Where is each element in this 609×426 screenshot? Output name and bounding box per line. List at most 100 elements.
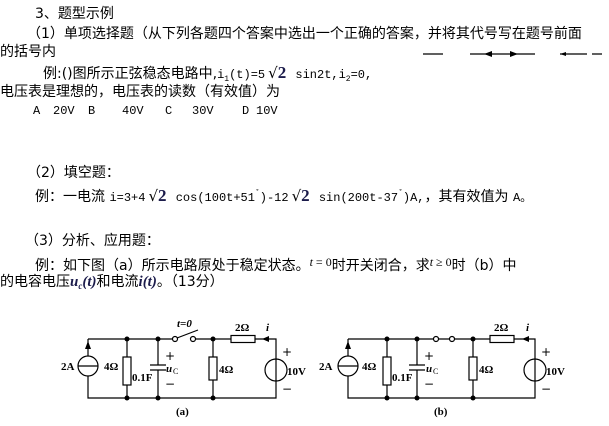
i-var: i (138, 274, 143, 290)
example-text: 例：一电流 (35, 189, 110, 205)
subscript: 1 (224, 75, 230, 84)
circuit-a: 2A 4Ω 0.1F + u C − t=0 2Ω i 4Ω + 10V − (… (61, 318, 306, 418)
minus-sign: − (165, 377, 175, 391)
minus-sign: − (541, 382, 551, 396)
example-text: ，其有效值为 (424, 189, 513, 205)
sqrt-icon: √ (268, 64, 278, 82)
fill-blank-heading: （2）填空题： (27, 165, 120, 181)
option-letter-b: B (88, 104, 96, 118)
circuit-b: 2A 4Ω 0.1F + u C − 2Ω i 4Ω + 10V − (b) (319, 322, 565, 418)
figure-caption: (a) (176, 406, 189, 418)
resistor-icon (230, 334, 256, 344)
section-heading: 3、题型示例 (35, 6, 114, 22)
example-text: 时（b）中 (451, 258, 517, 274)
degree-sign: ˚ (254, 189, 260, 198)
left-arrowhead-icon (484, 51, 492, 57)
minus-sign: − (282, 382, 292, 396)
uc-label: u (426, 363, 432, 375)
example-question-2: 例：一电流 i=3+4√2 cos(100t+51˚)-12√2 sin(200… (35, 185, 532, 207)
option-letter-a: A (33, 104, 41, 118)
resistor-icon (489, 334, 515, 344)
sqrt-icon: √ (148, 187, 159, 205)
example-text: 时开关闭合，求 (331, 258, 430, 274)
expression: (t)=5 (229, 68, 266, 82)
switch-blade-icon (176, 329, 199, 339)
blank-unit: A。 (512, 191, 533, 205)
capacitor-label: 0.1F (392, 372, 413, 384)
current-source-label: 2A (61, 361, 75, 373)
example-question-1: 例:()图所示正弦稳态电路中,i1(t)=5√2 sin2t,i2=0, (43, 64, 372, 89)
current-label: i (526, 322, 530, 334)
sqrt-value: 2 (301, 186, 310, 205)
example-text: 。（13分） (156, 274, 224, 290)
current-arrow-icon (262, 336, 269, 342)
capacitor-icon (150, 364, 166, 371)
option-value-a: 20V (53, 104, 75, 118)
plus-sign: + (541, 345, 551, 359)
expression: i=3+4 (109, 191, 146, 205)
resistor-label: 2Ω (235, 322, 250, 334)
subscript: 2 (345, 75, 351, 84)
example-text: 和电流 (96, 274, 139, 290)
example-text: 的电容电压 (0, 274, 70, 290)
circuit-diagrams: 2A 4Ω 0.1F + u C − t=0 2Ω i 4Ω + 10V − (… (61, 318, 565, 418)
math-var: t (309, 255, 313, 269)
resistor-label: 4Ω (104, 361, 119, 373)
uc-sub: c (78, 281, 83, 291)
resistor-label: 4Ω (219, 364, 234, 376)
resistor-icon (208, 356, 218, 381)
analysis-heading: （3）分析、应用题： (25, 233, 160, 249)
math-t-equals-zero: t = 0 (310, 255, 332, 269)
figure-caption: (b) (434, 406, 448, 418)
uc-var: u (70, 274, 79, 290)
expression: )A, (402, 191, 425, 205)
uc-arg: (t) (82, 274, 97, 290)
plus-sign: + (424, 349, 434, 363)
resistor-icon (468, 356, 478, 381)
resistor-label: 2Ω (494, 322, 509, 334)
plus-sign: + (282, 345, 292, 359)
voltage-source-label: 10V (287, 366, 306, 378)
current-var: i (217, 68, 225, 82)
example-question-3-cont: 的电容电压uc(t)和电流i(t)。（13分） (0, 273, 224, 295)
current-direction-arrow-icon (345, 341, 351, 349)
math-var: t (429, 255, 434, 269)
resistor-icon (122, 356, 132, 386)
option-value-b: 40V (122, 104, 144, 118)
expression: sin2t,i (288, 68, 346, 82)
sqrt-icon: √ (291, 187, 302, 205)
expression: =0, (350, 68, 373, 82)
option-value-c: 30V (192, 104, 214, 118)
right-arrowhead-icon (510, 51, 518, 57)
voltage-source-label: 10V (546, 366, 565, 378)
uc-sub: C (173, 367, 178, 376)
minus-sign: − (424, 377, 434, 391)
option-value-d: 10V (256, 104, 278, 118)
current-source-label: 2A (319, 361, 333, 373)
uc-label: u (166, 363, 172, 375)
expression: cos(100t+51 (168, 191, 255, 205)
example-text: 例:()图所示正弦稳态电路中, (43, 66, 218, 82)
example-text: 例：如下图（a）所示电路原处于稳定状态。 (35, 258, 310, 274)
single-choice-intro: （1）单项选择题（从下列各题四个答案中选出一个正确的答案，并将其代号写在题号前面 (27, 26, 582, 42)
left-arrowhead-icon (560, 52, 566, 56)
expression: )-12 (259, 191, 289, 205)
sqrt-value: 2 (158, 186, 167, 205)
switch-terminal-icon (189, 335, 197, 343)
current-label: i (266, 322, 270, 334)
resistor-label: 4Ω (479, 364, 494, 376)
current-direction-arrow-icon (85, 341, 91, 349)
uc-sub: C (433, 367, 438, 376)
degree-sign: ˚ (398, 189, 403, 198)
switch-terminal-icon (432, 335, 440, 343)
current-arrow-icon (522, 336, 529, 342)
capacitor-label: 0.1F (132, 372, 153, 384)
resistor-label: 4Ω (362, 361, 377, 373)
i-arg: (t) (142, 274, 157, 290)
switch-terminal-icon (171, 335, 179, 343)
arrow-line-decoration (423, 51, 602, 57)
single-choice-intro-cont: 的括号内 (0, 44, 56, 60)
switch-label: t=0 (177, 318, 192, 330)
plus-sign: + (165, 349, 175, 363)
